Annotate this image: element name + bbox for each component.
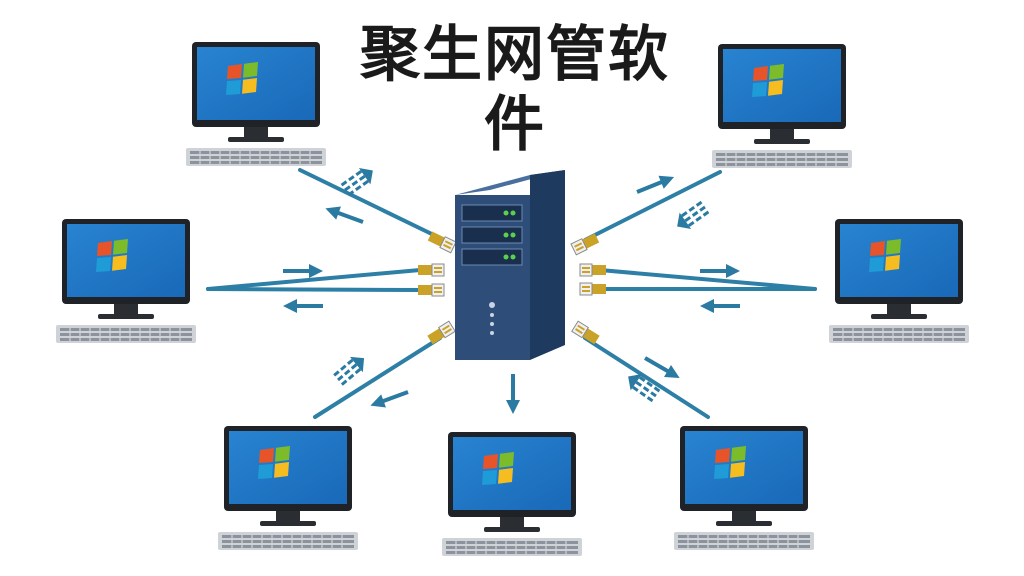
computer-top-right (712, 44, 852, 168)
cable-middle-right-upper (598, 268, 817, 291)
computer-top-left (186, 42, 326, 166)
computer-bottom-center (442, 432, 582, 556)
cable-bottom-right (583, 336, 710, 419)
computer-middle-left (56, 219, 196, 343)
cable-middle-left-upper (206, 268, 422, 291)
server (455, 170, 565, 360)
computer-middle-right (829, 219, 969, 343)
cable-top-right (583, 170, 722, 242)
cable-bottom-left (313, 336, 442, 419)
computer-bottom-right (674, 426, 814, 550)
network-cables (206, 168, 817, 419)
diagram-title: 聚生网管软件 (360, 20, 670, 160)
computer-bottom-left (218, 426, 358, 550)
cable-middle-left-lower (206, 287, 422, 292)
cable-top-left (298, 168, 442, 240)
